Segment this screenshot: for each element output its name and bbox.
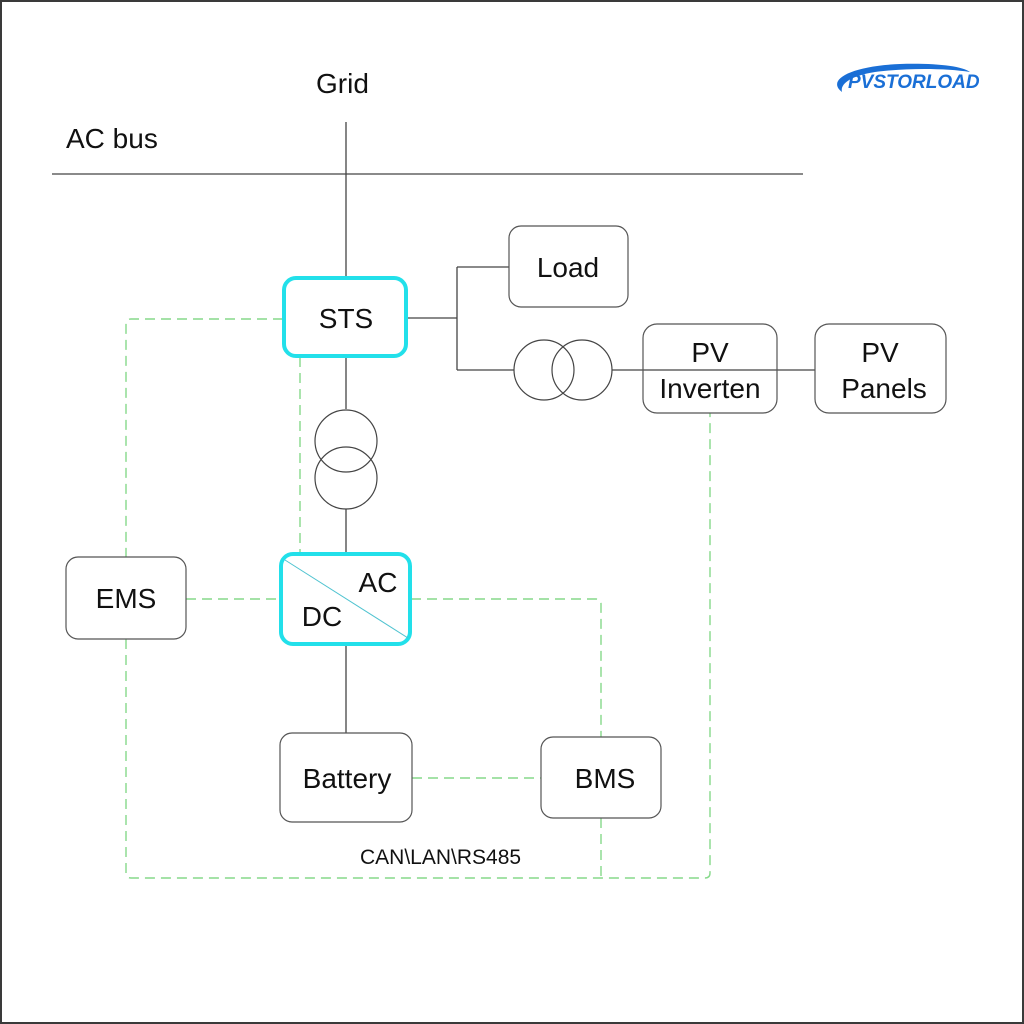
- ems-node[interactable]: EMS: [65, 556, 187, 640]
- sts-label: STS: [319, 303, 373, 334]
- main-transformer-icon: [314, 409, 378, 510]
- pv-inverter-label-line1: PV: [691, 337, 729, 368]
- pv-transformer-icon: [513, 339, 613, 401]
- logo-text: PVSTORLOAD: [848, 72, 980, 93]
- bms-node[interactable]: BMS: [540, 736, 662, 819]
- pv-panels-label-line2: Panels: [841, 373, 927, 404]
- pv-inverter-label-line2: Inverten: [659, 373, 760, 404]
- sts-node[interactable]: STS: [282, 276, 408, 358]
- pv-panels-node[interactable]: PV Panels: [814, 323, 947, 414]
- comm-line-bottom-loop: [125, 413, 711, 879]
- pcs-ac-label: AC: [359, 567, 398, 598]
- comm-bus: [125, 318, 711, 879]
- comm-line-sts-ems: [125, 318, 283, 557]
- ems-label: EMS: [96, 583, 157, 614]
- bms-label: BMS: [575, 763, 636, 794]
- pv-panels-label-line1: PV: [861, 337, 899, 368]
- pvstorload-logo: PVSTORLOAD: [837, 63, 980, 93]
- battery-label: Battery: [303, 763, 392, 794]
- comm-line-pcs-bms: [411, 598, 602, 737]
- load-label: Load: [537, 252, 599, 283]
- pcs-dc-label: DC: [302, 601, 342, 632]
- grid-label: Grid: [316, 68, 369, 99]
- pcs-converter-node[interactable]: AC DC: [279, 552, 412, 646]
- comm-protocol-label: CAN\LAN\RS485: [360, 846, 521, 869]
- pv-inverter-node[interactable]: PV Inverten: [642, 323, 778, 414]
- logo-swoosh-icon: [837, 63, 970, 92]
- converter-diagonal-icon: [284, 559, 409, 639]
- battery-node[interactable]: Battery: [279, 732, 413, 823]
- power-lines: [345, 266, 815, 733]
- load-node[interactable]: Load: [508, 225, 629, 308]
- ac-bus-label: AC bus: [66, 123, 158, 154]
